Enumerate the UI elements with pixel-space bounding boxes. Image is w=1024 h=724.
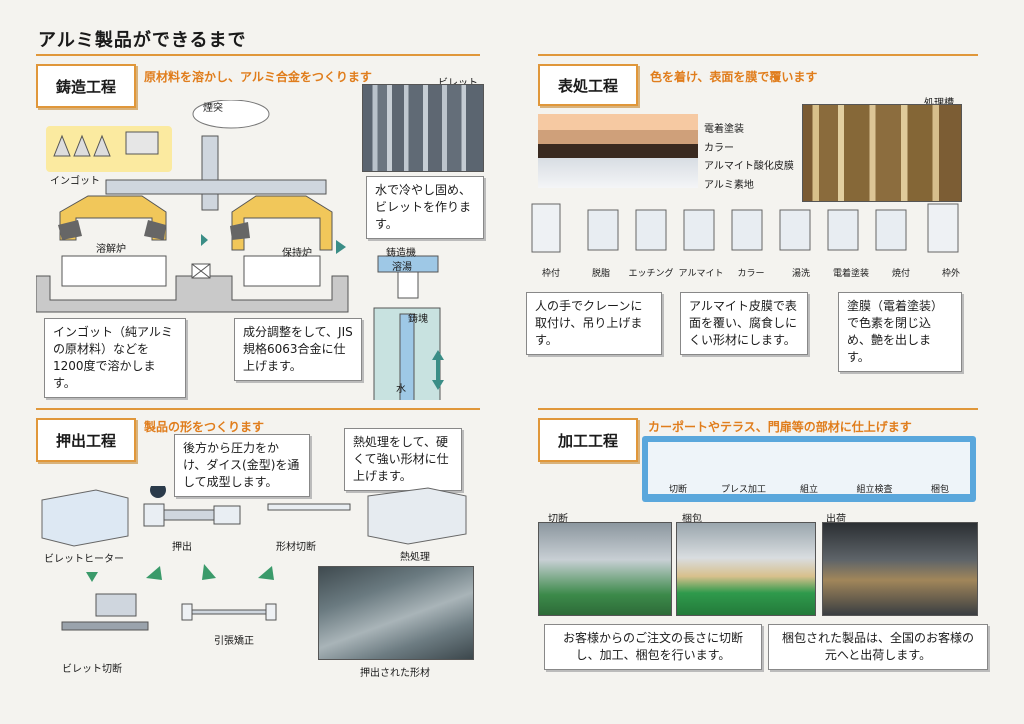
extruded-label: 押出された形材 [360,668,430,679]
ingot-mold-label: 鋳塊 [408,314,428,325]
layer-label-anodize: アルマイト酸化皮膜 [704,161,794,172]
ship-note: 梱包された製品は、全国のお客様の元へと出荷します。 [768,624,988,670]
step-frame-off: 枠外 [941,269,960,279]
surface-header: 表処工程 [538,64,638,106]
extrude-label: 押出 [172,542,192,553]
holding-furnace-label: 保持炉 [282,248,312,259]
billet-cut-label: ビレット切断 [62,664,122,675]
step-color: カラー [737,269,765,279]
ingot-label: インゴット [50,176,100,187]
step-electrocoat: 電着塗装 [832,269,869,279]
caster-label: 鋳造機 [386,248,416,259]
extrusion-rule [36,408,480,410]
surface-steps-diagram [531,203,959,253]
processing-subtitle: カーポートやテラス、門扉等の部材に仕上げます [648,420,912,434]
stretch-label: 引張矯正 [214,636,254,647]
step-degrease: 脱脂 [591,269,610,279]
strip-assembly: 組立 [799,485,818,495]
step-frame-on: 枠付 [541,269,560,279]
extrusion-diagram [41,486,467,631]
heat-treat-label: 熱処理 [400,552,430,563]
strip-packing: 梱包 [930,485,949,495]
billet-heater-label: ビレットヒーター [44,554,124,565]
casting-diagram [36,100,444,400]
cut-profile-label: 形材切断 [276,542,316,553]
order-note: お客様からのご注文の長さに切断し、加工、梱包を行います。 [544,624,762,670]
casting-subtitle: 原材料を溶かし、アルミ合金をつくります [144,70,372,84]
cut-photo [538,522,672,616]
coat-note: 塗膜（電着塗装）で色素を閉じ込め、艶を出します。 [838,292,962,372]
billet-photo-label: ビレット [438,74,478,89]
step-anodize: アルマイト [678,269,724,279]
layer-label-color: カラー [704,143,734,154]
strip-inspection: 組立検査 [856,485,893,495]
strip-cut: 切断 [668,485,687,495]
strip-press: プレス加工 [720,485,766,495]
processing-rule [538,408,978,410]
photo-pack-label: 梱包 [682,514,702,525]
billet-photo [362,84,484,172]
tank-photo [802,104,962,202]
surface-steps: 枠付 脱脂 エッチング アルマイト カラー 湯洗 電着塗装 焼付 枠外 [526,266,976,279]
title-rule [36,54,480,56]
melting-furnace-label: 溶解炉 [96,244,126,255]
processing-strip: 切断 プレス加工 組立 組立検査 梱包 [642,436,976,502]
step-bake: 焼付 [891,269,910,279]
title-rule-right [538,54,978,56]
press-note: 後方から圧力をかけ、ダイス(金型)を通して成型します。 [174,434,310,497]
ingot-note: インゴット（純アルミの原材料）などを1200度で溶かします。 [44,318,186,398]
step-hot-wash: 湯洗 [791,269,810,279]
casting-header: 鋳造工程 [36,64,136,108]
molten-metal-label: 溶湯 [392,262,412,273]
crane-note: 人の手でクレーンに取付け、吊り上げます。 [526,292,662,355]
extrusion-subtitle: 製品の形をつくります [144,420,265,434]
step-etching: エッチング [628,269,674,279]
tank-label: 処理槽 [924,94,954,109]
surface-subtitle: 色を着け、表面を膜で覆います [650,70,818,84]
layer-label-coat: 電着塗装 [704,124,744,135]
anodize-note: アルマイト皮膜で表面を覆い、腐食しにくい形材にします。 [680,292,808,355]
water-label: 水 [396,384,406,395]
layer-label-base: アルミ素地 [704,180,754,191]
photo-ship-label: 出荷 [826,514,846,525]
extruded-photo [318,566,474,660]
cooling-note: 水で冷やし固め、ビレットを作ります。 [366,176,484,239]
photo-cut-label: 切断 [548,514,568,525]
processing-header: 加工工程 [538,418,638,462]
chimney-label: 煙突 [203,103,223,114]
ship-photo [822,522,978,616]
heat-note: 熱処理をして、硬くて強い形材に仕上げます。 [344,428,462,491]
extrusion-header: 押出工程 [36,418,136,462]
adjust-note: 成分調整をして、JIS規格6063合金に仕上げます。 [234,318,362,381]
page-title: アルミ製品ができるまで [38,30,247,51]
coating-layers [538,114,698,188]
pack-photo [676,522,816,616]
